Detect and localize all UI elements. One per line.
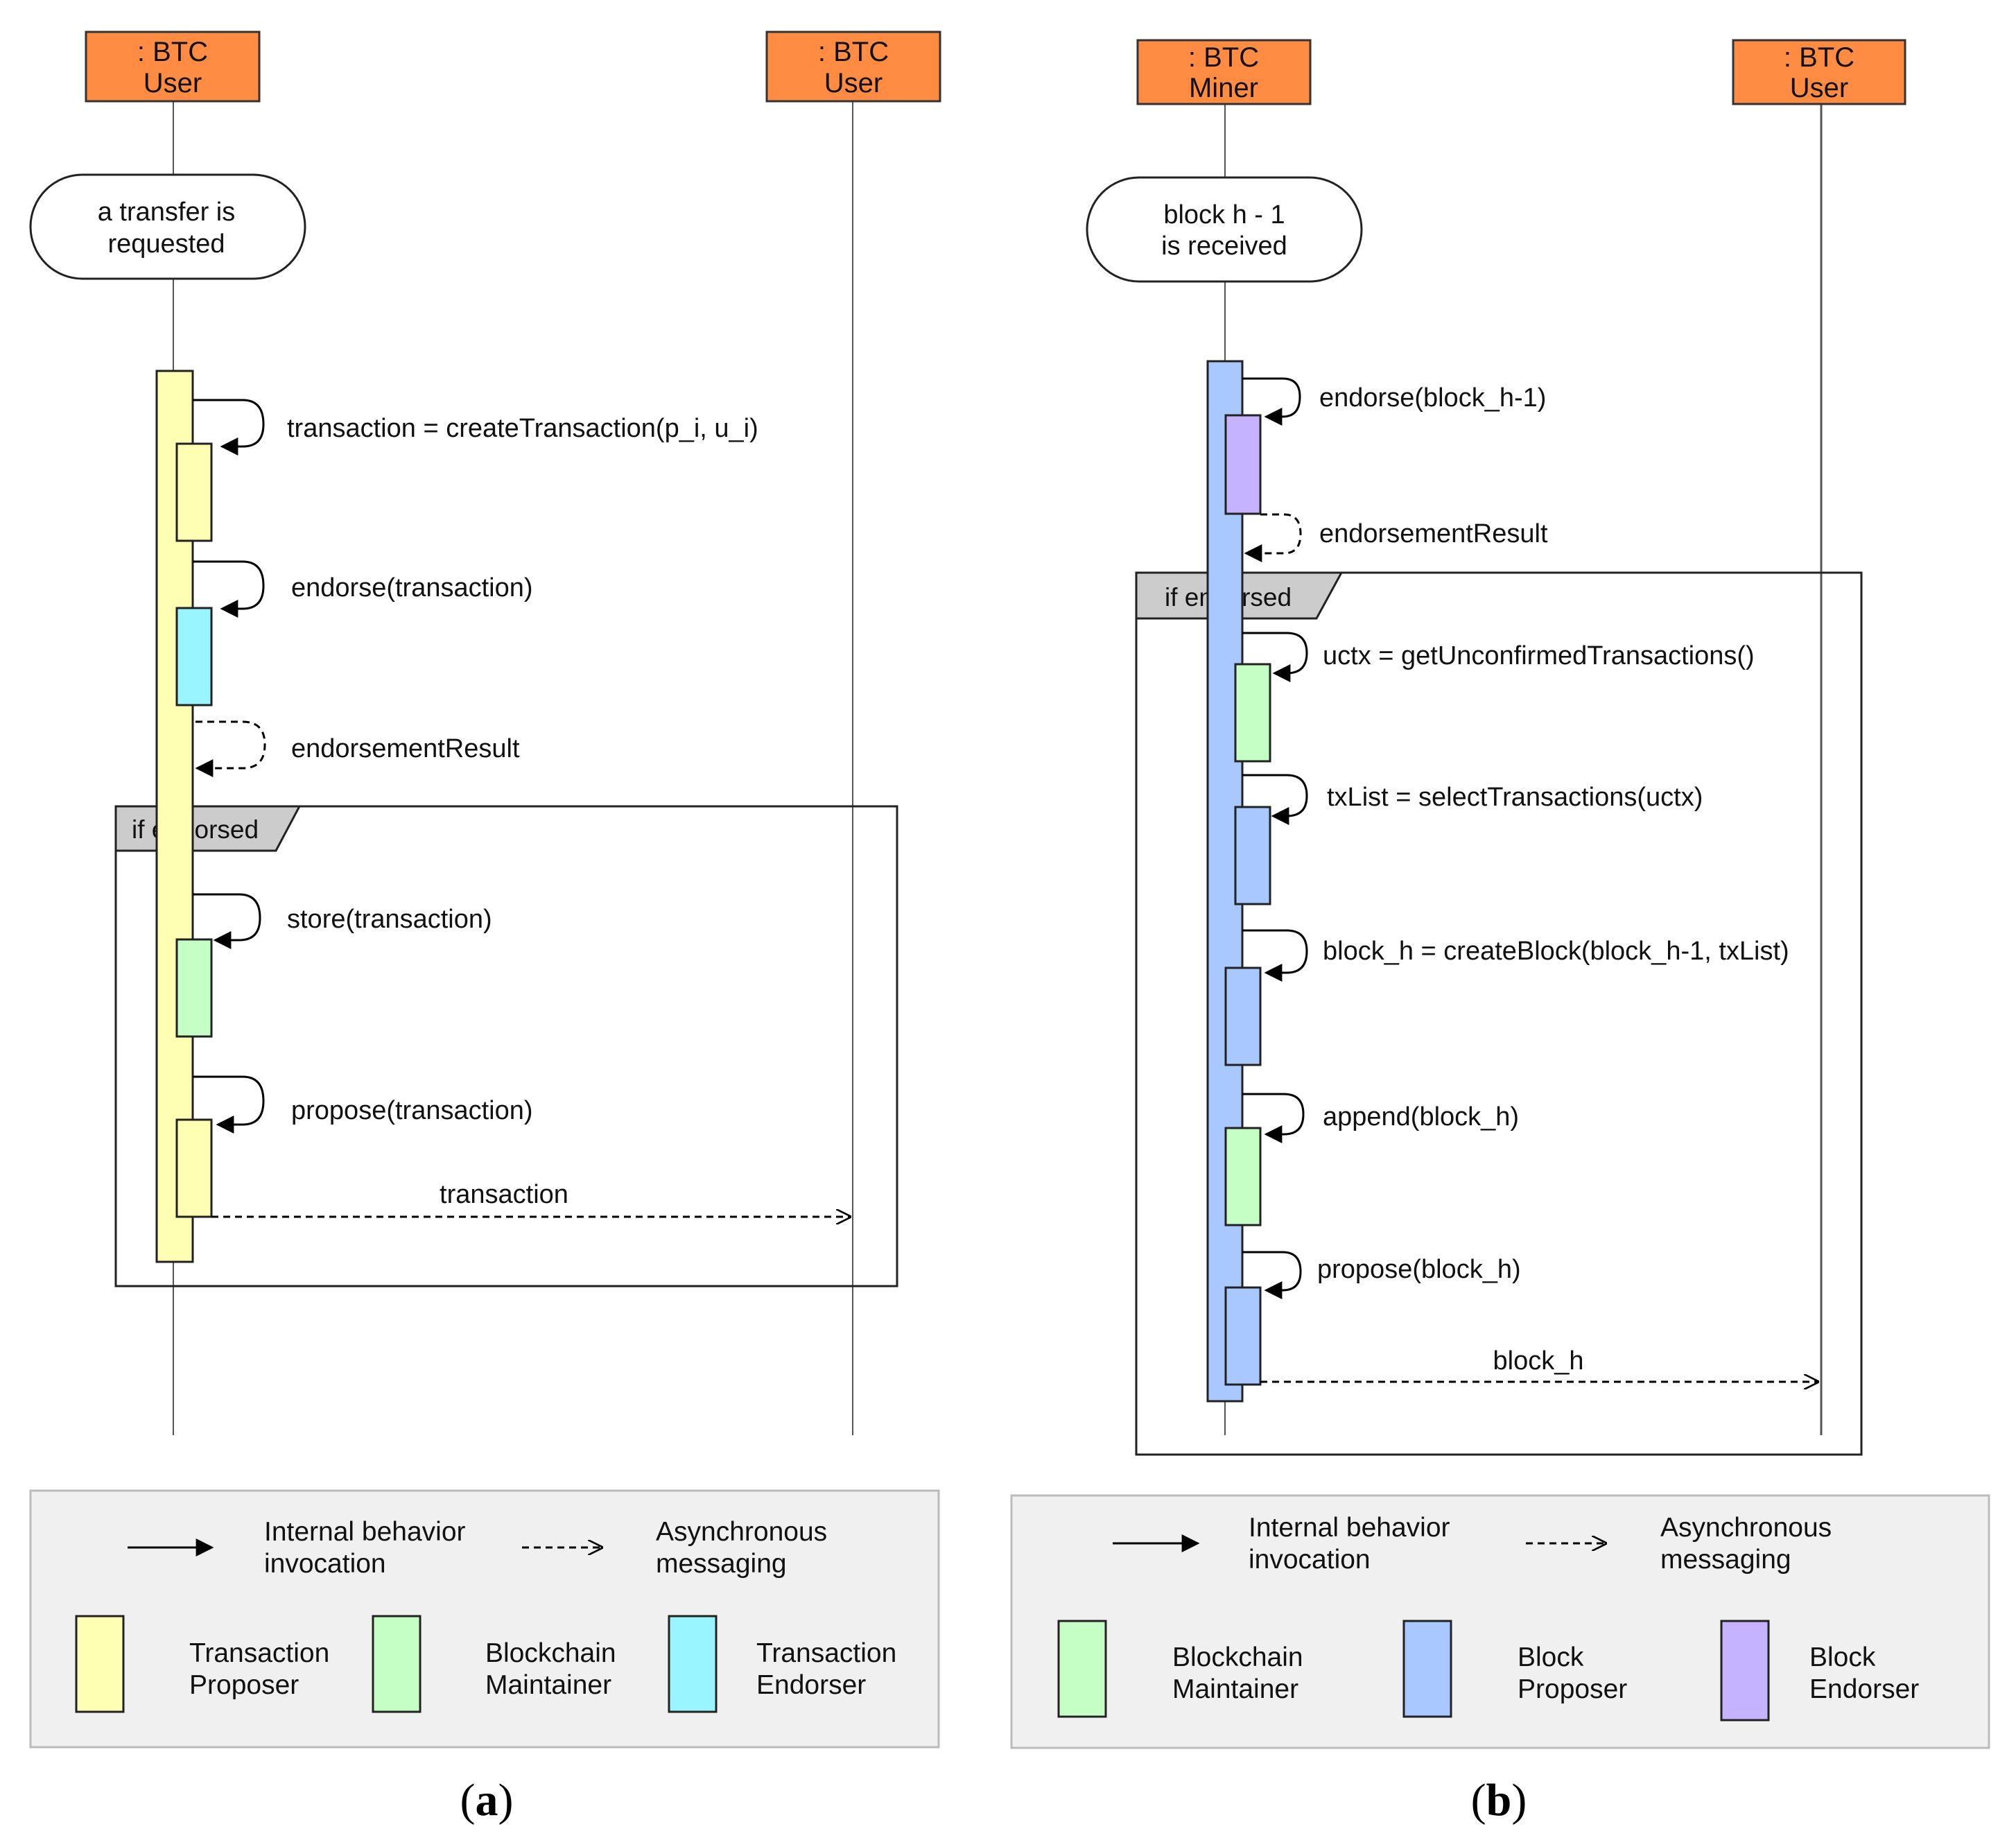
self-call-b-5-arrow (1242, 1093, 1305, 1143)
activation-a-store (175, 938, 213, 1038)
self-call-a-2-arrow (193, 560, 265, 618)
lifeline-a-user-1-header: : BTC User (85, 31, 261, 103)
activation-a-endorse (175, 607, 213, 706)
legend-b-async-line-1: Asynchronous (1660, 1513, 1832, 1543)
activation-b-propose (1224, 1286, 1262, 1386)
lifeline-b-user-role: : BTC (1784, 42, 1854, 73)
legend-a-swatch-3 (668, 1615, 718, 1713)
message-a-create-transaction: transaction = createTransaction(p_i, u_i… (287, 414, 758, 443)
message-b-append: append(block_h) (1323, 1102, 1519, 1131)
activation-a-create (175, 442, 213, 542)
legend-b-internal-line-1: Internal behavior (1249, 1513, 1450, 1543)
legend-a-async-line-1: Asynchronous (656, 1517, 827, 1547)
legend-a-internal-line-2: invocation (264, 1549, 386, 1579)
fragment-a-label: if endorsed (132, 815, 259, 844)
message-b-create-block: block_h = createBlock(block_h-1, txList) (1323, 937, 1789, 966)
self-call-b-2-arrow (1242, 632, 1308, 682)
message-a-store: store(transaction) (287, 905, 492, 934)
lifeline-a-user-1-role: : BTC (137, 37, 208, 67)
lifeline-b-miner-role: : BTC (1188, 42, 1259, 73)
lifeline-b-miner-name: Miner (1189, 73, 1258, 103)
self-call-a-1-arrow (193, 399, 265, 456)
message-a-propose: propose(transaction) (291, 1096, 533, 1125)
activation-b-append (1224, 1127, 1262, 1226)
trigger-a-line-2: requested (107, 229, 225, 259)
legend-b-item-1-line-1: Blockchain (1172, 1642, 1303, 1672)
trigger-b: block h - 1 is received (1086, 176, 1363, 283)
trigger-a-line-1: a transfer is (98, 198, 236, 227)
fragment-a: if endorsed (114, 805, 898, 1287)
legend-b-swatch-3 (1720, 1620, 1770, 1722)
lifeline-b-miner-header: : BTC Miner (1136, 39, 1312, 105)
legend-b-swatch-2 (1402, 1620, 1452, 1718)
trigger-a: a transfer is requested (29, 173, 306, 280)
message-b-get-unconfirmed: uctx = getUnconfirmedTransactions() (1323, 641, 1755, 670)
legend-a-item-3-line-2: Endorser (756, 1670, 866, 1700)
panel-a: : BTC User : BTC User a transfer is requ… (29, 31, 941, 1826)
caption-a: (a) (460, 1775, 514, 1826)
message-b-endorsement-result: endorsementResult (1319, 519, 1548, 548)
legend-a-item-1-line-1: Transaction (189, 1638, 329, 1668)
lifeline-a-user-2-name: User (824, 68, 883, 98)
self-call-a-3-arrow (193, 893, 261, 949)
lifeline-b-user-header: : BTC User (1732, 39, 1906, 105)
self-call-b-6-arrow (1242, 1251, 1302, 1299)
message-a-transaction: transaction (440, 1180, 568, 1209)
legend-a-item-2-line-1: Blockchain (485, 1638, 616, 1668)
self-call-b-4-arrow (1242, 929, 1308, 982)
legend-a-async-line-2: messaging (656, 1549, 787, 1579)
legend-b-item-3-line-2: Endorser (1809, 1674, 1919, 1704)
legend-b-item-3-line-1: Block (1809, 1642, 1876, 1672)
lifeline-a-user-2-header: : BTC User (765, 31, 941, 103)
message-a-endorsement-result: endorsementResult (291, 734, 520, 763)
activation-b-endorse (1224, 414, 1262, 515)
activation-b-get-unconfirmed (1234, 663, 1271, 763)
self-call-b-1-arrow (1242, 377, 1301, 426)
lifeline-a-user-1-name: User (144, 68, 202, 98)
legend-b-item-1-line-2: Maintainer (1172, 1674, 1298, 1704)
legend-a-item-1-line-2: Proposer (189, 1670, 299, 1700)
legend-b-async-line-2: messaging (1660, 1545, 1791, 1575)
panel-b: : BTC Miner : BTC User block h - 1 is re… (1010, 39, 1990, 1826)
trigger-b-line-1: block h - 1 (1163, 200, 1285, 229)
return-b-endorsement-arrow (1244, 513, 1302, 562)
message-b-endorse: endorse(block_h-1) (1319, 383, 1546, 413)
message-b-block: block_h (1493, 1346, 1584, 1376)
lifeline-a-user-2-role: : BTC (818, 37, 889, 67)
message-a-endorse: endorse(transaction) (291, 573, 533, 602)
legend-a: Internal behavior invocation Asynchronou… (29, 1489, 940, 1749)
self-call-b-3-arrow (1242, 774, 1308, 825)
activation-b-select-transactions (1234, 806, 1271, 905)
legend-b-item-2-line-1: Block (1518, 1642, 1584, 1672)
legend-b-swatch-1 (1057, 1620, 1107, 1718)
legend-b-item-2-line-2: Proposer (1518, 1674, 1627, 1704)
activation-a-propose (175, 1118, 213, 1218)
trigger-b-line-2: is received (1161, 232, 1287, 261)
legend-b: Internal behavior invocation Asynchronou… (1010, 1494, 1990, 1749)
self-call-a-4-arrow (193, 1075, 265, 1134)
message-b-propose: propose(block_h) (1317, 1255, 1521, 1284)
legend-a-item-2-line-2: Maintainer (485, 1670, 611, 1700)
lifeline-b-user-name: User (1790, 73, 1848, 103)
return-a-endorsement-arrow (195, 720, 266, 777)
message-b-select-transactions: txList = selectTransactions(uctx) (1327, 783, 1703, 812)
legend-a-item-3-line-1: Transaction (756, 1638, 896, 1668)
legend-a-swatch-1 (75, 1615, 125, 1713)
legend-a-swatch-2 (372, 1615, 422, 1713)
caption-b: (b) (1471, 1775, 1527, 1826)
activation-b-create-block (1224, 966, 1262, 1066)
legend-b-internal-line-2: invocation (1249, 1545, 1371, 1575)
legend-a-internal-line-1: Internal behavior (264, 1517, 466, 1547)
